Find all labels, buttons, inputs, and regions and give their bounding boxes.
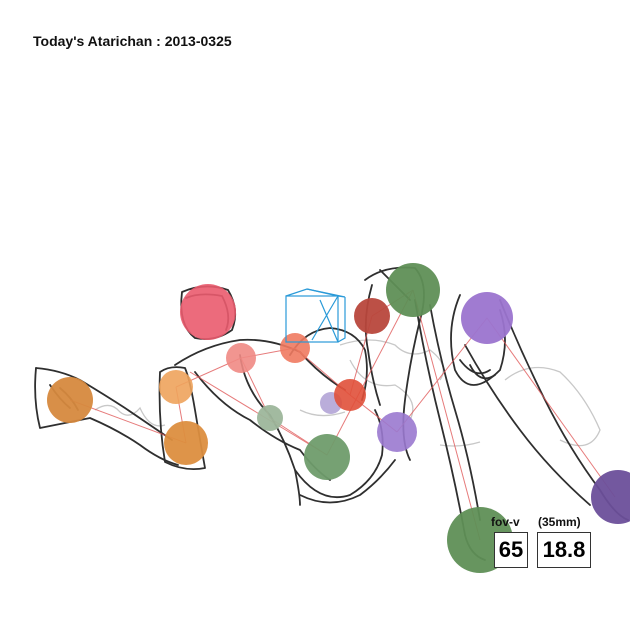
joint-left-elbow-upper[interactable]: [159, 370, 193, 404]
joint-right-hip[interactable]: [461, 292, 513, 344]
skeleton-bones: [69, 289, 616, 541]
lens-label: (35mm): [538, 515, 581, 529]
joint-left-foot[interactable]: [591, 470, 630, 524]
lens-value-field[interactable]: 18.8: [537, 532, 591, 568]
joint-left-shoulder[interactable]: [226, 343, 256, 373]
skeleton-joints[interactable]: [47, 263, 630, 573]
joint-left-hip[interactable]: [377, 412, 417, 452]
ghost-sketch: [94, 339, 601, 447]
page-title: Today's Atarichan : 2013-0325: [33, 33, 232, 49]
joint-right-knee[interactable]: [386, 263, 440, 317]
camera-cube-icon[interactable]: [285, 288, 346, 343]
joint-pelvis[interactable]: [304, 434, 350, 480]
joint-head[interactable]: [180, 284, 236, 340]
fov-value-field[interactable]: 65: [494, 532, 528, 568]
joint-waist[interactable]: [334, 379, 366, 411]
joint-left-hand[interactable]: [47, 377, 93, 423]
fov-label: fov-v: [491, 515, 520, 529]
joint-left-elbow[interactable]: [164, 421, 208, 465]
joint-right-shoulder[interactable]: [280, 333, 310, 363]
joint-chest[interactable]: [257, 405, 283, 431]
joint-right-hand[interactable]: [354, 298, 390, 334]
